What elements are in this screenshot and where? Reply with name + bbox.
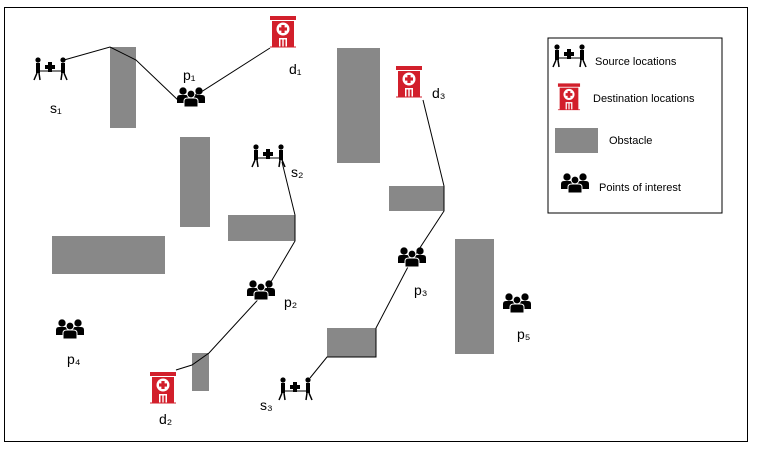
- label-s3: s₃: [260, 397, 273, 413]
- legend-obstacle-label: Obstacle: [609, 135, 652, 147]
- path-s1-d1: [63, 46, 271, 103]
- people-group-icon: [177, 87, 205, 107]
- obstacle: [389, 186, 444, 211]
- people-group-icon: [398, 247, 426, 267]
- label-s1: s₁: [50, 100, 62, 116]
- path-s3-d3: [309, 99, 445, 379]
- obstacle: [110, 47, 136, 128]
- diagram-frame: [4, 7, 748, 442]
- label-p4: p₄: [67, 351, 81, 367]
- stretcher-icon: [251, 143, 286, 168]
- legend: Source locations Destination locations O…: [547, 37, 723, 214]
- hospital-icon: [395, 65, 423, 98]
- legend-destination-label: Destination locations: [593, 93, 695, 105]
- label-s2: s₂: [291, 164, 303, 180]
- obstacle: [327, 328, 376, 357]
- legend-source-label: Source locations: [595, 56, 677, 68]
- obstacle-swatch: [555, 128, 598, 153]
- obstacle: [228, 215, 295, 241]
- label-d2: d₂: [159, 411, 172, 427]
- obstacle: [52, 236, 165, 274]
- obstacles: [52, 47, 494, 391]
- stretcher-icon: [278, 376, 313, 401]
- label-p5: p₅: [517, 326, 530, 342]
- obstacle: [337, 48, 380, 163]
- people-group-icon: [247, 280, 275, 300]
- obstacle: [180, 137, 210, 227]
- people-group-icon: [56, 319, 84, 339]
- hospital-icon: [149, 371, 177, 404]
- label-p3: p₃: [414, 282, 428, 298]
- legend-poi-label: Points of interest: [599, 182, 681, 194]
- label-d1: d₁: [289, 61, 302, 77]
- obstacle: [455, 239, 494, 354]
- hospital-icon: [269, 15, 297, 48]
- people-group-icon: [503, 293, 531, 313]
- label-d3: d₃: [432, 85, 446, 101]
- label-p1: p₁: [183, 67, 196, 83]
- label-p2: p₂: [284, 294, 297, 310]
- stretcher-icon: [33, 56, 68, 81]
